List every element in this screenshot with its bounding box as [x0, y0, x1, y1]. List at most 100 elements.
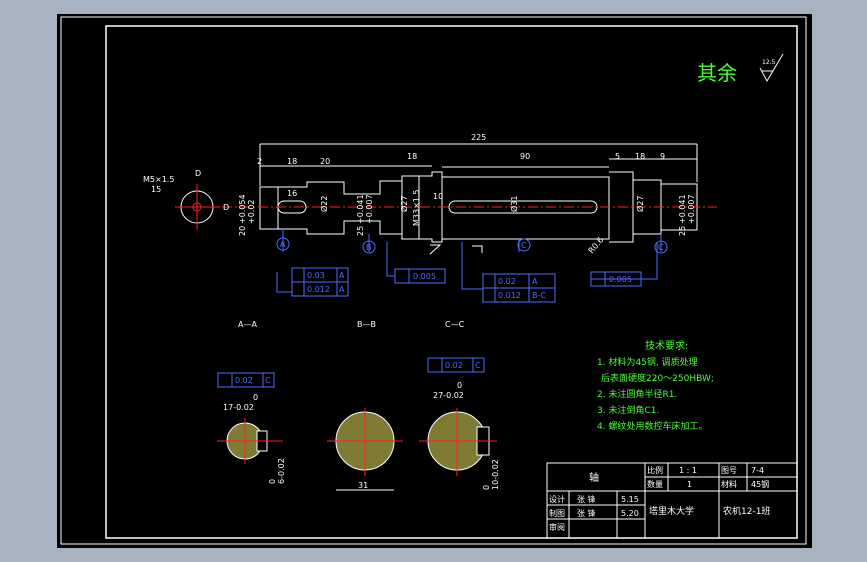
aa-width: 17-0.02 [223, 403, 254, 412]
aa-w0: 0 [253, 393, 258, 402]
tol1-a: 0.03 [307, 271, 325, 280]
dim-phi27b: Ø27 [635, 196, 645, 212]
roughness-label: 其余 [697, 61, 737, 85]
tb-school: 塔里木大学 [649, 505, 694, 517]
tech-line-1: 1. 材料为45钢, 调质处理 [597, 356, 698, 368]
cc-tol: 0.02 [445, 361, 463, 370]
aa-tol: 0.02 [235, 376, 253, 385]
tb-drawing-no-lbl: 图号 [721, 466, 737, 475]
outer-border [60, 16, 807, 545]
shaft-main-view [175, 143, 717, 293]
cc-height: 10-0.02 [491, 459, 500, 490]
aa-tol-ref: C [265, 376, 271, 385]
tb-part: 轴 [589, 471, 599, 484]
section-aa-label: A—A [238, 320, 257, 329]
dim-90: 90 [520, 152, 530, 161]
tb-qty: 1 [687, 480, 692, 489]
tech-line-5: 4. 螺纹处用数控车床加工。 [597, 420, 707, 432]
inner-border [105, 25, 798, 539]
dim-phi27: Ø27 [399, 196, 409, 212]
tech-line-4: 3. 未注倒角C1. [597, 404, 659, 416]
aa-h0: 0 [268, 479, 277, 484]
tech-line-2: 后表面硬度220～250HBW; [601, 372, 714, 384]
tb-scale: 1 : 1 [679, 466, 697, 475]
dim-base-b: 25 [356, 226, 365, 236]
datum-c-2: C [658, 243, 664, 252]
dim-16: 16 [287, 189, 297, 198]
cc-h0: 0 [482, 485, 491, 490]
dim-18c: 18 [635, 152, 645, 161]
dim-r6: R0.6 [587, 235, 606, 255]
tb-design-lbl: 设计 [549, 494, 565, 504]
tol1-a-ref: A [339, 271, 345, 280]
dim-tol-a2: +0.02 [247, 199, 256, 224]
section-cc-view [419, 357, 497, 476]
dim-base-a: 20 [238, 226, 247, 236]
tb-draw-date: 5.20 [621, 509, 639, 518]
view-d-label: D [195, 169, 201, 178]
tech-title: 技术要求: [645, 339, 688, 352]
thread-depth: 15 [151, 185, 161, 194]
tol3-a-ref: A [532, 277, 538, 286]
view-d-label-2: D [223, 203, 229, 212]
section-cc-label: C—C [445, 320, 465, 329]
roughness-value: 12.5 [762, 59, 776, 66]
dim-phi22: Ø22 [319, 196, 329, 212]
tb-review-lbl: 审阅 [549, 522, 565, 532]
bb-width: 31 [358, 481, 368, 490]
datum-markers [276, 237, 668, 254]
dim-tol-c1: +0.041 [678, 194, 687, 224]
section-aa-view [217, 372, 283, 464]
dim-tol-b2: +0.007 [365, 194, 374, 224]
tech-line-3: 2. 未注圆角半径R1. [597, 388, 677, 400]
tolerance-frame-2 [394, 268, 446, 284]
dim-20: 20 [320, 157, 330, 166]
tol4: 0.005 [609, 275, 632, 284]
drawing-sheet: 其余 12.5 [60, 16, 807, 545]
tb-class: 农机12-1班 [723, 505, 770, 517]
tolerance-frame-4 [590, 271, 642, 287]
section-bb-label: B—B [357, 320, 376, 329]
dim-phi31: Ø31 [509, 196, 519, 212]
aa-height: 6-0.02 [277, 458, 286, 484]
tol1-b-ref: A [339, 285, 345, 294]
tol3-b: 0.012 [498, 291, 521, 300]
dim-2: 2 [257, 157, 262, 166]
roughness-symbol-icon [759, 53, 784, 83]
dim-tol-c2: +0.007 [687, 194, 696, 224]
tb-design-date: 5.15 [621, 495, 639, 504]
dim-tol-a1: +0.054 [238, 194, 247, 224]
tb-drawing-no: 7-4 [751, 466, 764, 475]
tb-draw-lbl: 制图 [549, 508, 565, 518]
thread-spec: M5×1.5 [143, 175, 174, 184]
cc-tol-ref: C [475, 361, 481, 370]
datum-a: A [280, 240, 286, 249]
dim-thread: M33×1.5 [412, 189, 421, 226]
tb-qty-lbl: 数量 [647, 479, 663, 489]
title-block [546, 462, 798, 539]
tol1-b: 0.012 [307, 285, 330, 294]
datum-c: C [521, 241, 527, 250]
cc-width: 27-0.02 [433, 391, 464, 400]
section-bb-view [327, 408, 403, 491]
tb-material: 45钢 [751, 479, 769, 489]
tb-design-name: 张 锋 [577, 494, 596, 504]
tb-material-lbl: 材料 [721, 479, 737, 489]
dim-18b: 18 [407, 152, 417, 161]
dim-9: 9 [660, 152, 665, 161]
tolerance-frame-3 [482, 273, 556, 303]
dim-base-c: 25 [678, 226, 687, 236]
tb-draw-name: 张 锋 [577, 508, 596, 518]
datum-b: B [366, 243, 372, 252]
dim-5: 5 [615, 152, 620, 161]
tb-scale-lbl: 比例 [647, 465, 663, 475]
dim-18a: 18 [287, 157, 297, 166]
dim-10: 10 [433, 192, 443, 201]
tol3-b-ref: B-C [532, 291, 546, 300]
dim-total: 225 [471, 133, 486, 142]
tolerance-frame-1 [291, 267, 349, 297]
cc-w0: 0 [457, 381, 462, 390]
dim-tol-b1: +0.041 [356, 194, 365, 224]
tol2: 0.005 [413, 272, 436, 281]
drawing-viewport[interactable]: 其余 12.5 [57, 14, 812, 548]
